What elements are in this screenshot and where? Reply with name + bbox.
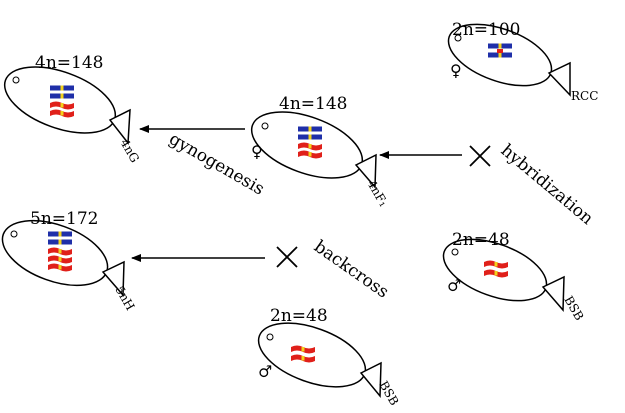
chromosomes-bsb-lower	[291, 345, 315, 363]
chromosomes-rcc	[488, 43, 512, 58]
chromosomes-bsb-upper	[484, 260, 508, 278]
fish-4ng	[3, 66, 131, 146]
cross-symbol-backcross	[276, 246, 298, 268]
fish-4nf1	[250, 111, 377, 189]
ploidy-bsb-upper: 2n=48	[452, 230, 510, 250]
label-backcross: backcross	[310, 237, 392, 303]
female-symbol-rcc: ♀	[450, 61, 462, 80]
chromosomes-4nf1	[298, 126, 322, 159]
label-gynogenesis: gynogenesis	[166, 129, 268, 200]
name-4nf1: 4nF₁	[364, 178, 390, 210]
name-4ng: 4nG	[117, 137, 142, 166]
chromosomes-5nh	[48, 231, 72, 272]
ploidy-5nh: 5n=172	[30, 209, 98, 229]
ploidy-4nf1: 4n=148	[279, 94, 347, 114]
ploidy-rcc: 2n=100	[452, 20, 520, 40]
female-symbol-4nf1: ♀	[251, 142, 263, 161]
fish-5nh	[1, 219, 125, 297]
fish-bsb-lower	[257, 322, 382, 399]
ploidy-4ng: 4n=148	[35, 53, 103, 73]
ploidy-bsb-lower: 2n=48	[270, 306, 328, 326]
male-symbol-bsb-upper: ♂	[447, 276, 461, 295]
fish-rcc	[447, 23, 571, 97]
male-symbol-bsb-lower: ♂	[258, 362, 272, 381]
chromosomes-4ng	[50, 85, 74, 118]
name-bsb-upper: BSB	[561, 294, 586, 324]
fish-bsb-upper	[442, 238, 565, 312]
label-hybridization: hybridization	[497, 141, 597, 230]
cross-symbol-hybridization	[469, 145, 491, 167]
name-5nh: 5nH	[112, 284, 137, 313]
name-rcc: RCC	[571, 89, 598, 103]
